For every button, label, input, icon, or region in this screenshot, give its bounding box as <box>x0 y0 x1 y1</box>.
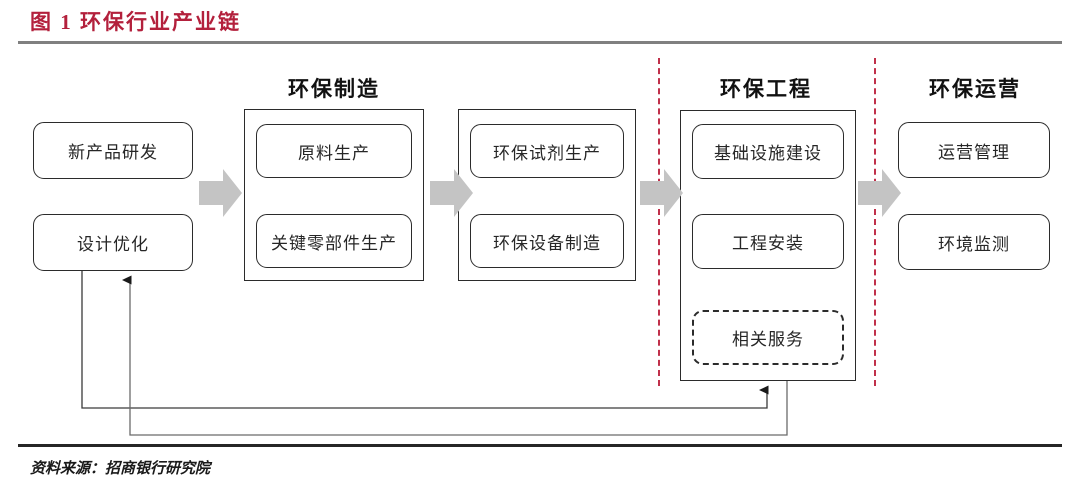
title-divider-rule <box>18 41 1062 44</box>
node-infrastructure-construction[interactable]: 基础设施建设 <box>692 124 844 179</box>
flow-arrow-products-to-engineering <box>640 169 683 217</box>
node-operations-management[interactable]: 运营管理 <box>898 122 1050 178</box>
node-key-component-production[interactable]: 关键零部件生产 <box>256 214 412 268</box>
divider-manufacturing-engineering <box>658 58 660 386</box>
stage-heading-manufacturing: 环保制造 <box>288 77 380 101</box>
stage-heading-engineering: 环保工程 <box>720 77 812 101</box>
node-raw-material-production[interactable]: 原料生产 <box>256 124 412 178</box>
feedback-path-design-to-engineering <box>81 271 769 409</box>
footer-divider-rule <box>18 444 1062 447</box>
stage-heading-operations: 环保运营 <box>929 77 1021 101</box>
flow-arrow-engineering-to-operations <box>858 169 901 217</box>
node-eco-equipment-manufacturing[interactable]: 环保设备制造 <box>470 214 624 268</box>
source-note: 资料来源：招商银行研究院 <box>30 461 211 477</box>
node-engineering-installation[interactable]: 工程安装 <box>692 214 844 269</box>
figure-title: 图 1 环保行业产业链 <box>30 10 241 34</box>
node-new-product-rnd[interactable]: 新产品研发 <box>33 122 193 179</box>
flow-arrow-materials-to-products <box>430 169 473 217</box>
flow-arrow-rnd-to-manufacturing <box>199 169 242 217</box>
node-related-services[interactable]: 相关服务 <box>692 310 844 365</box>
divider-engineering-operations <box>874 58 876 386</box>
node-environmental-monitoring[interactable]: 环境监测 <box>898 214 1050 270</box>
node-eco-reagent-production[interactable]: 环保试剂生产 <box>470 124 624 178</box>
node-design-optimization[interactable]: 设计优化 <box>33 214 193 271</box>
